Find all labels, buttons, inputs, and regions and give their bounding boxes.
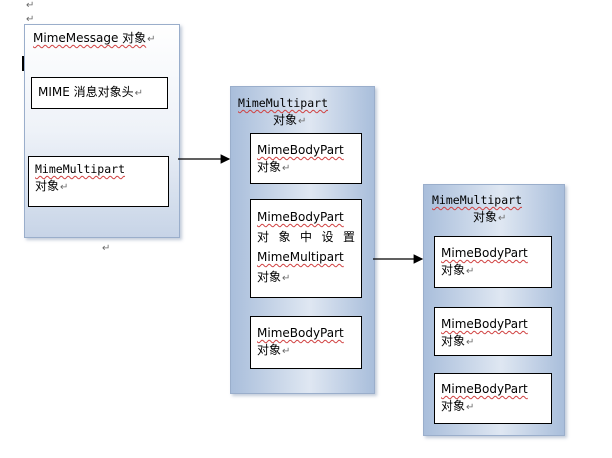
middle-bodypart-2-line2: 对象中设置 (257, 230, 355, 244)
right-panel-title-suffix: 对象 (473, 210, 498, 224)
middle-bodypart-2-name2: MimeMultipart (257, 250, 344, 264)
text-cursor (22, 56, 24, 71)
right-bodypart-3-name: MimeBodyPart (441, 382, 528, 396)
middle-bodypart-2-suffix: 对象 (257, 270, 282, 284)
middle-bodypart-2: MimeBodyPart 对象中设置 MimeMultipart 对象 (250, 199, 362, 298)
right-bodypart-2: MimeBodyPart 对象 (434, 307, 552, 356)
mime-message-title: MimeMessage 对象 (33, 30, 156, 48)
right-panel-title-name: MimeMultipart (432, 193, 523, 207)
middle-bodypart-3-suffix: 对象 (257, 343, 282, 357)
right-bodypart-2-name: MimeBodyPart (441, 317, 528, 331)
right-bodypart-3-suffix: 对象 (441, 399, 466, 413)
middle-bodypart-1: MimeBodyPart 对象 (250, 133, 362, 184)
middle-bodypart-2-name: MimeBodyPart (257, 210, 344, 224)
paragraph-mark (498, 213, 506, 224)
right-bodypart-3: MimeBodyPart 对象 (434, 373, 552, 424)
mime-header-label: MIME 消息对象头 (38, 85, 134, 99)
mime-message-title-text: MimeMessage 对象 (33, 31, 147, 45)
left-multipart-name: MimeMultipart (35, 162, 126, 176)
middle-bodypart-1-name: MimeBodyPart (257, 143, 344, 157)
middle-bodypart-3-name: MimeBodyPart (257, 326, 344, 340)
middle-panel-title: MimeMultipart 对象 (238, 95, 368, 130)
paragraph-mark (466, 266, 474, 277)
right-bodypart-1-name: MimeBodyPart (441, 246, 528, 260)
right-bodypart-1: MimeBodyPart 对象 (434, 236, 552, 288)
right-bodypart-1-suffix: 对象 (441, 263, 466, 277)
middle-bodypart-3: MimeBodyPart 对象 (250, 316, 362, 369)
mime-header-box: MIME 消息对象头 (31, 77, 168, 109)
right-panel-title: MimeMultipart 对象 (432, 192, 560, 227)
paragraph-mark (282, 273, 290, 284)
middle-panel-title-suffix: 对象 (273, 113, 298, 127)
paragraph-mark (135, 88, 143, 99)
right-bodypart-2-suffix: 对象 (441, 334, 466, 348)
left-multipart-suffix: 对象 (35, 179, 60, 193)
paragraph-mark (298, 116, 306, 127)
left-multipart-box: MimeMultipart 对象 (28, 156, 169, 207)
middle-bodypart-1-suffix: 对象 (257, 160, 282, 174)
middle-panel-title-name: MimeMultipart (238, 96, 329, 110)
paragraph-mark (466, 402, 474, 413)
paragraph-mark (282, 163, 290, 174)
paragraph-mark (60, 182, 68, 193)
paragraph-mark (282, 346, 290, 357)
paragraph-mark (147, 34, 155, 45)
paragraph-mark (466, 337, 474, 348)
